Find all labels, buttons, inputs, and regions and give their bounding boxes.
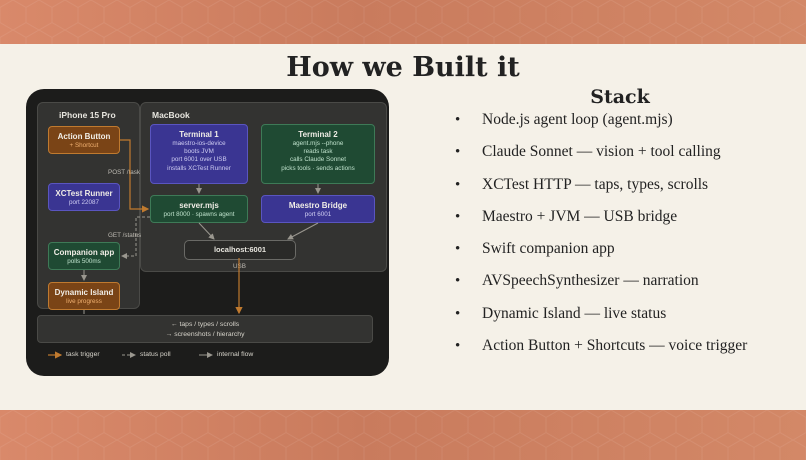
bullet-icon: •	[455, 305, 461, 322]
list-item: • Node.js agent loop (agent.mjs)	[455, 107, 747, 139]
terminal1-line: maestro-ios-device	[172, 140, 226, 147]
xctest-runner-sub: port 22087	[68, 199, 100, 206]
list-item: • Claude Sonnet — vision + tool calling	[455, 139, 747, 171]
server-sub: port 8000 · spawns agent	[163, 211, 235, 218]
hexagon-pattern-icon	[0, 0, 806, 44]
terminal2-title: Terminal 2	[298, 130, 338, 139]
list-item: • Action Button + Shortcuts — voice trigg…	[455, 333, 747, 365]
bullet-icon: •	[455, 241, 461, 258]
terminal1-title: Terminal 1	[179, 130, 219, 139]
stack-heading: Stack	[590, 86, 650, 108]
dynamic-island-sub: live progress	[66, 298, 102, 305]
terminal1-box: Terminal 1 maestro-ios-device boots JVM …	[150, 124, 248, 184]
list-item: • Dynamic Island — live status	[455, 301, 747, 333]
macbook-panel-label: MacBook	[152, 110, 190, 120]
legend-internal-flow: internal flow	[217, 351, 254, 358]
maestro-bridge-sub: port 6001	[304, 211, 332, 218]
terminal1-line: port 6001 over USB	[171, 156, 227, 164]
stack-item-text: Dynamic Island — live status	[482, 304, 667, 322]
stack-item-text: XCTest HTTP — taps, types, scrolls	[482, 175, 709, 193]
bullet-icon: •	[455, 144, 461, 161]
dynamic-island-box: Dynamic Island live progress	[48, 282, 120, 310]
bullet-icon: •	[455, 176, 461, 193]
xctest-runner-box: XCTest Runner port 22087	[48, 183, 120, 211]
localhost-pill: localhost:6001	[184, 240, 296, 260]
list-item: • Swift companion app	[455, 236, 747, 268]
action-button-sub: + Shortcut	[69, 142, 99, 149]
list-item: • AVSpeechSynthesizer — narration	[455, 268, 747, 300]
terminal2-line: calls Claude Sonnet	[289, 156, 346, 164]
companion-app-title: Companion app	[53, 248, 115, 257]
bullet-icon: •	[455, 273, 461, 290]
get-status-label: GET /status	[108, 232, 142, 239]
legend-status-poll: status poll	[140, 351, 171, 358]
top-decorative-band	[0, 0, 806, 44]
companion-app-sub: polls 500ms	[67, 258, 101, 265]
xctest-runner-title: XCTest Runner	[55, 189, 113, 198]
architecture-diagram: iPhone 15 Pro MacBook Action Button + Sh…	[26, 89, 389, 376]
bullet-icon: •	[455, 338, 461, 355]
slide-title: How we Built it	[286, 52, 520, 83]
dynamic-island-title: Dynamic Island	[54, 288, 114, 297]
terminal1-line: installs XCTest Runner	[167, 164, 231, 172]
terminal1-line: boots JVM	[184, 148, 214, 156]
stack-item-text: Maestro + JVM — USB bridge	[482, 207, 678, 225]
stack-item-text: Claude Sonnet — vision + tool calling	[482, 143, 721, 161]
bottom-decorative-band	[0, 410, 806, 460]
usb-traffic-line: → screenshots / hierarchy	[165, 330, 245, 338]
bullet-icon: •	[455, 208, 461, 225]
maestro-bridge-title: Maestro Bridge	[288, 201, 348, 210]
terminal2-line: picks tools · sends actions	[281, 164, 355, 172]
iphone-panel-label: iPhone 15 Pro	[59, 110, 116, 120]
stack-item-text: Node.js agent loop (agent.mjs)	[482, 111, 673, 128]
list-item: • XCTest HTTP — taps, types, scrolls	[455, 172, 747, 204]
terminal2-line: agent.mjs --phone	[292, 140, 344, 147]
terminal2-box: Terminal 2 agent.mjs --phone reads task …	[261, 124, 375, 184]
companion-app-box: Companion app polls 500ms	[48, 242, 120, 270]
bullet-icon: •	[455, 112, 461, 128]
action-button-box: Action Button + Shortcut	[48, 126, 120, 154]
stack-item-text: Swift companion app	[482, 240, 615, 258]
usb-traffic-line: ← taps / types / scrolls	[170, 321, 240, 328]
stack-item-text: AVSpeechSynthesizer — narration	[482, 272, 699, 290]
action-button-title: Action Button	[57, 132, 111, 141]
terminal2-line: reads task	[303, 148, 333, 156]
post-task-label: POST /task	[108, 169, 141, 176]
flow-arrows	[48, 139, 321, 359]
stack-item-text: Action Button + Shortcuts — voice trigge…	[482, 337, 748, 355]
server-box: server.mjs port 8000 · spawns agent	[150, 195, 248, 223]
hexagon-pattern-icon	[0, 410, 806, 460]
maestro-bridge-box: Maestro Bridge port 6001	[261, 195, 375, 223]
legend-task-trigger: task trigger	[66, 351, 100, 358]
stack-list: • Node.js agent loop (agent.mjs) • Claude …	[455, 107, 747, 365]
usb-traffic-bar: ← taps / types / scrolls → screenshots /…	[37, 315, 373, 343]
list-item: • Maestro + JVM — USB bridge	[455, 204, 747, 236]
server-title: server.mjs	[179, 201, 219, 210]
